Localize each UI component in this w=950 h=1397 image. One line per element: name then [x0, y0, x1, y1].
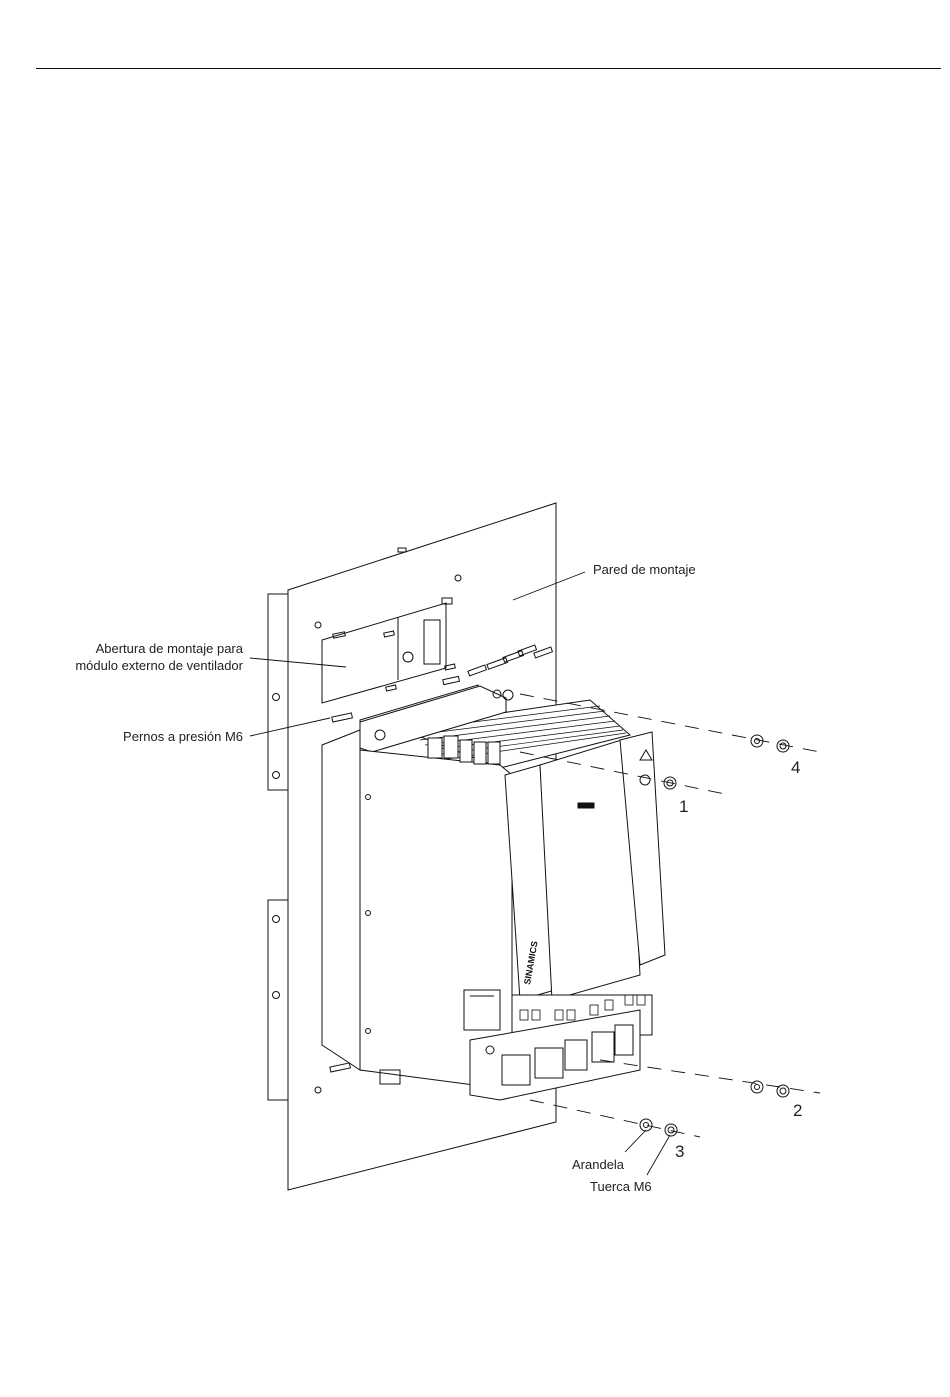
washer-2: [751, 1081, 763, 1093]
label-opening-line1: Abertura de montaje para: [50, 640, 243, 657]
washer-3: [640, 1119, 652, 1131]
power-module: [322, 685, 665, 1100]
nut-2: [777, 1085, 789, 1097]
callout-2: 2: [793, 1101, 802, 1121]
nut-3: [665, 1124, 677, 1136]
label-nut: Tuerca M6: [590, 1178, 652, 1195]
label-opening: Abertura de montaje para módulo externo …: [50, 640, 243, 674]
label-washer: Arandela: [572, 1156, 624, 1173]
label-bolts: Pernos a presión M6: [60, 728, 243, 745]
label-wall: Pared de montaje: [593, 561, 696, 578]
label-opening-line2: módulo externo de ventilador: [50, 657, 243, 674]
callout-1: 1: [679, 797, 688, 817]
callout-3: 3: [675, 1142, 684, 1162]
callout-4: 4: [791, 758, 800, 778]
